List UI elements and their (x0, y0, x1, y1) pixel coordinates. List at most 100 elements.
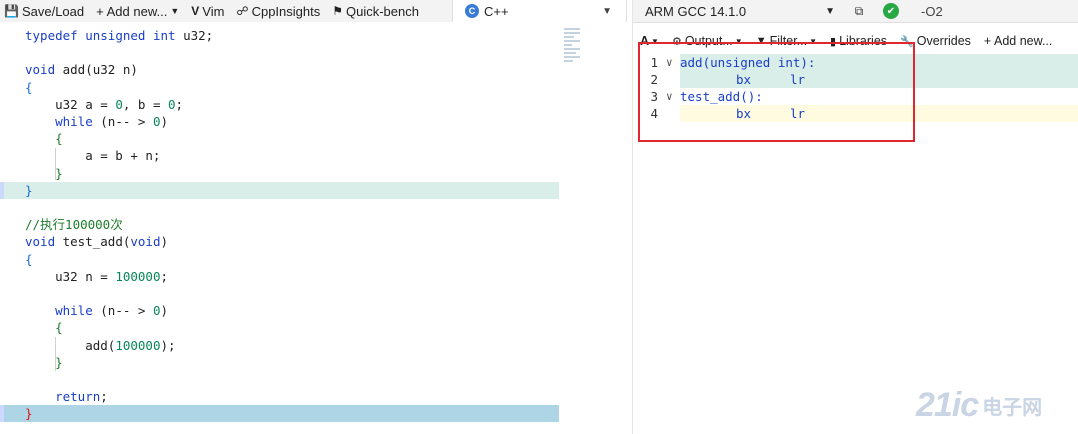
asm-line[interactable]: 3 ∨ test_add(): (640, 88, 1078, 105)
code-token: u32 a = (25, 96, 116, 112)
code-line[interactable]: a = b + n; (0, 147, 559, 164)
font-size-button[interactable]: A ▼ (640, 34, 659, 48)
code-token: a = b + n; (25, 148, 161, 164)
minimap[interactable] (564, 28, 580, 68)
code-line[interactable]: } (0, 354, 559, 371)
code-line[interactable]: { (0, 319, 559, 336)
code-token: ) (160, 303, 169, 319)
code-line[interactable] (0, 285, 559, 302)
asm-line-body: add(unsigned int): (680, 54, 1078, 71)
add-new-button[interactable]: + Add new... ▼ (96, 4, 179, 19)
gutter-marker (0, 181, 4, 199)
code-line[interactable]: } (0, 405, 559, 423)
chevron-down-icon: ▼ (825, 5, 835, 17)
code-token: u32; (175, 28, 214, 43)
code-line[interactable] (0, 44, 559, 61)
code-line[interactable]: add(100000); (0, 337, 559, 354)
book-icon: ▮ (830, 35, 837, 48)
code-token (25, 166, 55, 181)
code-token: u32 n = (25, 268, 116, 284)
code-token: 100000 (115, 268, 161, 284)
code-line[interactable]: while (n-- > 0) (0, 113, 559, 130)
language-selector[interactable]: C C++ ▼ (452, 0, 627, 22)
asm-label[interactable]: add(unsigned int): (680, 55, 816, 70)
code-line[interactable]: void test_add(void) (0, 233, 559, 250)
compiler-options-input[interactable]: -O2 (921, 3, 943, 19)
code-token (25, 389, 55, 404)
popout-icon[interactable]: ⧉ (854, 3, 864, 18)
code-token (145, 28, 153, 43)
code-text: add(100000); (25, 337, 175, 354)
quick-bench-button[interactable]: ⚑ Quick-bench (332, 4, 419, 19)
cppinsights-button[interactable]: ☍ CppInsights (236, 4, 320, 19)
asm-line-number: 1 (650, 55, 658, 70)
code-token: 0 (168, 96, 176, 112)
code-token: { (55, 131, 63, 147)
code-line[interactable]: void add(u32 n) (0, 61, 559, 78)
asm-line-number: 3 (650, 89, 658, 104)
fold-chevron-icon[interactable]: ∨ (666, 56, 673, 69)
overrides-button[interactable]: 🔧 Overrides (900, 34, 971, 48)
watermark-number: 21ic (916, 385, 979, 424)
compiler-select[interactable]: ARM GCC 14.1.0 ▼ (633, 4, 845, 19)
code-token: { (25, 251, 33, 267)
code-line[interactable] (0, 371, 559, 388)
code-line[interactable]: while (n-- > 0) (0, 302, 559, 319)
code-text: //执行100000次 (25, 216, 123, 233)
asm-instruction[interactable]: bx (736, 72, 752, 87)
vim-button[interactable]: V Vim (191, 4, 224, 19)
code-token: } (55, 165, 63, 181)
code-token: ) (160, 114, 169, 129)
save-load-button[interactable]: 💾 Save/Load (4, 4, 84, 19)
save-icon: 💾 (4, 4, 19, 18)
code-line[interactable]: } (0, 165, 559, 182)
code-line[interactable]: { (0, 130, 559, 147)
code-token (25, 114, 55, 129)
code-line[interactable]: return; (0, 388, 559, 405)
chevron-down-icon: ▼ (734, 36, 743, 46)
code-line[interactable]: //执行100000次 (0, 216, 559, 233)
asm-operand: lr (790, 72, 806, 87)
quick-bench-label: Quick-bench (346, 3, 419, 19)
code-line[interactable] (0, 199, 559, 216)
libraries-button[interactable]: ▮ Libraries (830, 34, 887, 48)
code-token: 0 (115, 96, 123, 112)
code-token: ; (100, 389, 108, 405)
code-line[interactable]: u32 n = 100000; (0, 268, 559, 285)
asm-line-body: bx lr (680, 71, 1078, 88)
asm-label[interactable]: test_add(): (680, 89, 763, 104)
code-line[interactable]: { (0, 79, 559, 96)
output-button[interactable]: ⚙ Output... ▼ (672, 34, 743, 48)
code-text: { (25, 319, 63, 336)
chevron-down-icon: ▼ (651, 36, 659, 46)
code-line[interactable]: u32 a = 0, b = 0; (0, 96, 559, 113)
indent-guide (55, 337, 56, 371)
asm-line[interactable]: 1 ∨ add(unsigned int): (640, 54, 1078, 71)
code-line[interactable]: { (0, 251, 559, 268)
code-token: ; (175, 96, 184, 112)
language-label: C++ (484, 3, 509, 19)
code-text: while (n-- > 0) (25, 302, 168, 319)
code-token (25, 320, 55, 335)
check-circle-icon[interactable]: ✔ (883, 3, 899, 19)
code-token: void (25, 234, 56, 250)
pane-divider[interactable] (632, 0, 633, 434)
code-token: } (25, 182, 33, 198)
add-new-tool-button[interactable]: + Add new... (984, 34, 1052, 48)
code-line[interactable]: } (0, 181, 559, 199)
code-token: test_add( (55, 234, 131, 250)
asm-instruction[interactable]: bx (736, 106, 752, 121)
font-label: A (640, 34, 650, 48)
code-text: void add(u32 n) (25, 61, 138, 78)
chevron-down-icon: ▼ (602, 5, 612, 17)
code-token: while (55, 114, 93, 129)
filter-button[interactable]: ▼ Filter... ▼ (756, 34, 817, 48)
code-line[interactable]: typedef unsigned int u32; (0, 27, 559, 44)
code-token: while (55, 303, 93, 319)
fold-chevron-icon[interactable]: ∨ (666, 90, 673, 103)
compiler-name: ARM GCC 14.1.0 (645, 3, 747, 19)
source-editor[interactable]: typedef unsigned int u32; void add(u32 n)… (0, 22, 632, 434)
